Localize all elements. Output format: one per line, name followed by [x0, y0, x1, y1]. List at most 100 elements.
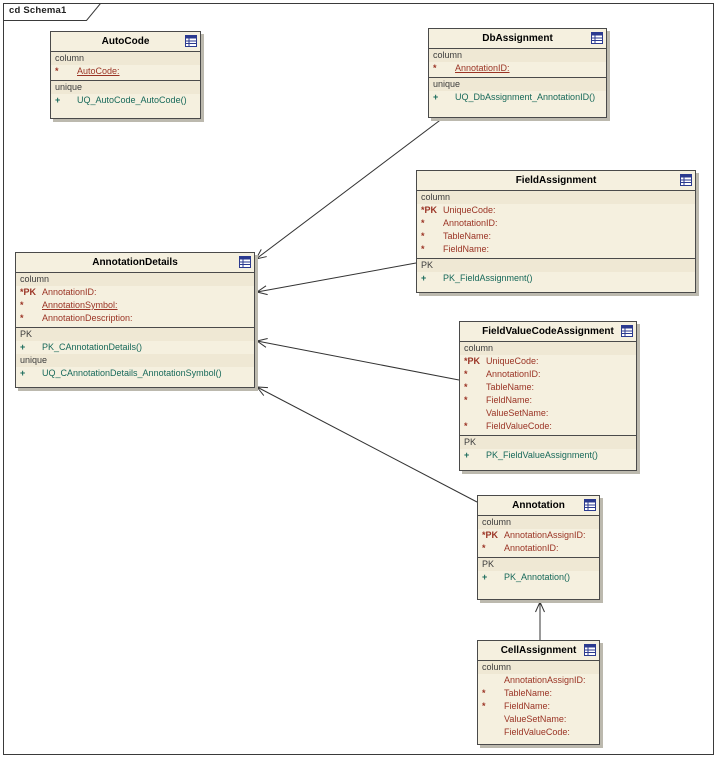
member-row: +UQ_AutoCode_AutoCode() — [51, 94, 200, 107]
table-icon — [185, 35, 197, 47]
member-row: *TableName: — [460, 381, 636, 394]
member-name: UniqueCode: — [443, 205, 496, 215]
member-name: AnnotationID: — [486, 369, 541, 379]
member-name: AnnotationAssignID: — [504, 530, 586, 540]
entity-title: FieldValueCodeAssignment — [482, 326, 614, 337]
connector-annotation-to-annotationdetails[interactable] — [255, 386, 478, 503]
member-prefix: * — [464, 395, 468, 405]
member-row: * AnnotationID: — [478, 542, 599, 555]
member-prefix: + — [421, 273, 427, 283]
connector-fieldvaluecodeassignment-to-annotationdetails[interactable] — [255, 337, 460, 381]
member-row: +UQ_CAnnotationDetails_AnnotationSymbol(… — [16, 367, 254, 380]
member-prefix — [478, 726, 504, 739]
section-label: PK — [417, 259, 695, 272]
entity-title-bar: FieldValueCodeAssignment — [460, 322, 636, 342]
entity-compartment: column*AnnotationID: — [429, 49, 606, 77]
member-prefix — [478, 713, 504, 726]
member-name: FieldValueCode: — [486, 421, 552, 431]
member-prefix: * — [421, 218, 425, 228]
member-name: FieldName: — [504, 701, 551, 711]
member-prefix: * — [421, 244, 425, 254]
member-name: AutoCode: — [77, 66, 120, 76]
member-row: +UQ_DbAssignment_AnnotationID() — [429, 91, 606, 104]
member-prefix: + — [464, 450, 470, 460]
section-label: column — [417, 191, 695, 204]
member-row: ValueSetName: — [460, 407, 636, 420]
entity-title-bar: FieldAssignment — [417, 171, 695, 191]
member-row: * FieldName: — [417, 243, 695, 256]
section-label: column — [478, 516, 599, 529]
diagram-frame-border — [3, 3, 714, 755]
member-name: AnnotationDescription: — [42, 313, 133, 323]
member-name: FieldName: — [443, 244, 490, 254]
member-prefix: * — [20, 313, 24, 323]
entity-title: Annotation — [512, 500, 565, 511]
member-name: ValueSetName: — [504, 714, 567, 724]
member-prefix: + — [482, 572, 488, 582]
member-row: *FieldName: — [460, 394, 636, 407]
member-row: *AnnotationID: — [460, 368, 636, 381]
table-icon — [621, 325, 633, 337]
member-prefix: + — [20, 342, 26, 352]
connector-fieldassignment-to-annotationdetails[interactable] — [255, 262, 417, 296]
entity-fieldassignment[interactable]: FieldAssignment column * PK UniqueCode: * Anno… — [416, 170, 696, 293]
member-row: * AutoCode: — [51, 65, 200, 78]
member-name: AnnotationAssignID: — [504, 675, 586, 685]
member-name: TableName: — [504, 688, 553, 698]
member-name: AnnotationID: — [42, 287, 97, 297]
member-prefix — [460, 407, 486, 420]
entity-title: FieldAssignment — [515, 175, 597, 186]
member-name: PK_Annotation() — [504, 572, 571, 582]
member-prefix: * — [55, 66, 59, 76]
member-name: UQ_CAnnotationDetails_AnnotationSymbol() — [42, 368, 222, 378]
section-label: PK — [478, 558, 599, 571]
table-icon — [239, 256, 251, 268]
member-name: ValueSetName: — [486, 408, 549, 418]
member-row: +PK_CAnnotationDetails() — [16, 341, 254, 354]
entity-compartment: column*AutoCode: — [51, 52, 200, 80]
member-name: PK_FieldValueAssignment() — [486, 450, 598, 460]
member-prefix: * — [20, 300, 24, 310]
member-prefix: + — [433, 92, 439, 102]
member-prefix: * — [464, 421, 468, 431]
member-row: * AnnotationDescription: — [16, 312, 254, 325]
member-row: + PK_Annotation() — [478, 571, 599, 584]
member-name: TableName: — [486, 382, 535, 392]
section-label: column — [16, 273, 254, 286]
member-row: *AnnotationID: — [429, 62, 606, 75]
entity-compartment: PK+PK_FieldValueAssignment() — [460, 435, 636, 470]
member-row: FieldValueCode: — [478, 726, 599, 739]
member-prefix: * — [433, 63, 437, 73]
member-prefix: * — [482, 701, 486, 711]
member-name: AnnotationID: — [504, 543, 559, 553]
member-name: AnnotationID: — [443, 218, 498, 228]
member-name: PK_FieldAssignment() — [443, 273, 533, 283]
entity-compartment: unique+UQ_DbAssignment_AnnotationID() — [429, 77, 606, 117]
member-row: * AnnotationID: — [417, 217, 695, 230]
table-icon — [591, 32, 603, 44]
entity-compartment: PK+PK_CAnnotationDetails()unique+UQ_CAnn… — [16, 327, 254, 387]
entity-title-bar: AutoCode — [51, 32, 200, 52]
member-row: + PK_FieldAssignment() — [417, 272, 695, 285]
section-label: unique — [429, 78, 606, 91]
entity-title-bar: CellAssignment — [478, 641, 599, 661]
entity-title-bar: Annotation — [478, 496, 599, 516]
member-prefix: * — [482, 543, 486, 553]
connector-dbassignment-to-annotationdetails[interactable] — [255, 117, 444, 260]
member-row: AnnotationAssignID: — [478, 674, 599, 687]
frame-tab — [3, 3, 102, 21]
